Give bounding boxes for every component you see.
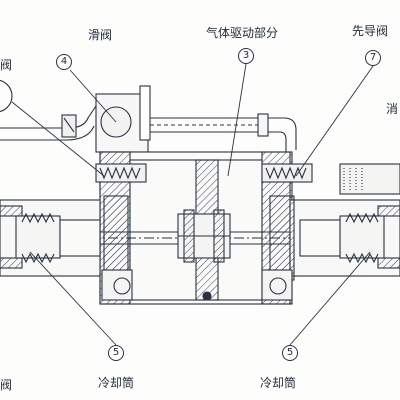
right-cylinder (261, 195, 400, 301)
label-left-edge-fragment: 阀 (0, 58, 13, 72)
label-bottom-left-fragment: 阀 (0, 378, 13, 392)
label-right-edge-fragment: 消 (386, 102, 399, 116)
leader-lines (11, 63, 374, 346)
balloon-cooling-right: 5 (282, 345, 298, 361)
edge-balloon-left (0, 79, 13, 113)
balloon-slide-valve: 4 (56, 54, 72, 70)
label-pilot-valve: 先导阀 (352, 24, 389, 38)
label-gas-drive-section: 气体驱动部分 (206, 26, 279, 40)
slide-valve-body (95, 85, 268, 153)
muffler (339, 163, 400, 195)
balloon-pilot-valve: 7 (365, 50, 381, 66)
balloon-cooling-left: 5 (108, 345, 124, 361)
air-pipe-left (0, 105, 97, 141)
label-cooling-tube-left: 冷却筒 (98, 376, 135, 390)
air-pipe-right (257, 113, 297, 152)
balloon-gas-drive: 3 (238, 48, 254, 64)
left-cylinder (0, 195, 133, 301)
label-cooling-tube-right: 冷却筒 (260, 376, 297, 390)
label-slide-valve: 滑阀 (88, 28, 113, 42)
